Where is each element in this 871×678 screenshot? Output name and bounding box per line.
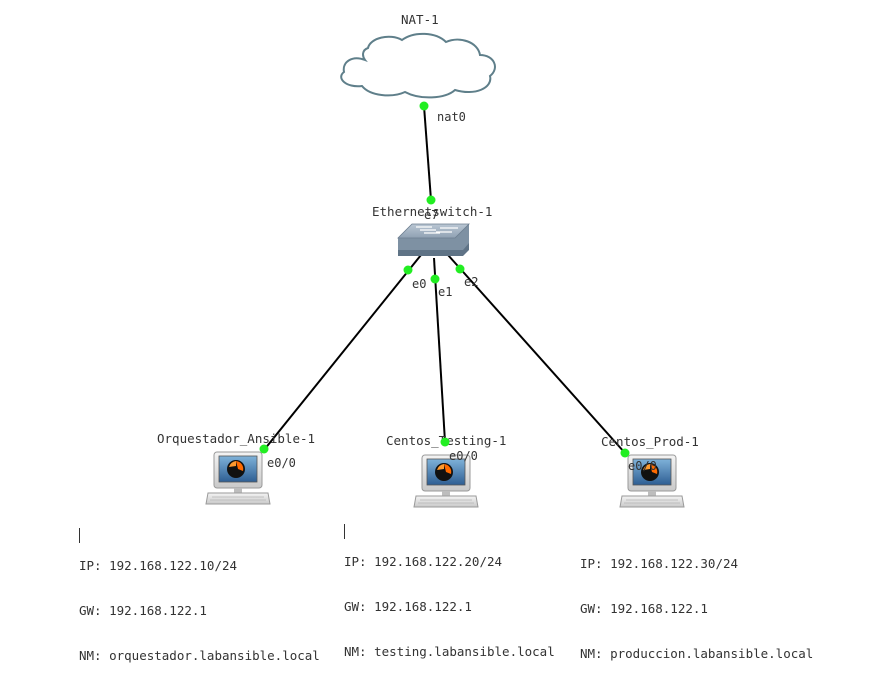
computer-icon-orquestador[interactable] [205,451,271,505]
port-label-e0: e0 [412,277,426,291]
link-switch-prod[interactable] [447,254,626,454]
nat-label: NAT-1 [401,12,439,27]
note-gw: GW: 192.168.122.1 [344,599,472,614]
port-label-e1: e1 [438,285,452,299]
port-label-e7: e7 [424,208,438,222]
port-label-e2: e2 [464,275,478,289]
orq-label: Orquestador_Ansible-1 [157,431,315,446]
port-label-nat0: nat0 [437,110,466,124]
port-label-prod-e0-0: e0/0 [628,459,657,473]
topology-canvas: NAT-1 Ethernetswitch-1 Orquestador_Ansib… [157,12,699,508]
port-label-test-e0-0: e0/0 [449,449,478,463]
note-gw: GW: 192.168.122.1 [79,603,207,618]
port-dot-prod-e0-0[interactable] [620,448,630,458]
port-dot-e7[interactable] [426,195,436,205]
link-switch-test[interactable] [433,257,446,443]
port-dot-orq-e0-0[interactable] [259,444,269,454]
prod-label: Centos_Prod-1 [601,434,699,449]
link-nat-switch[interactable] [423,105,432,201]
note-ip: IP: 192.168.122.30/24 [580,556,739,571]
note-nm: NM: produccion.labansible.local [580,646,814,661]
note-nm: NM: orquestador.labansible.local [79,648,320,663]
port-label-orq-e0-0: e0/0 [267,456,296,470]
port-dot-e2[interactable] [455,264,465,274]
link-switch-orq[interactable] [263,254,422,451]
note-orquestador[interactable]: IP: 192.168.122.10/24 GW: 192.168.122.1 … [79,528,320,678]
note-gw: GW: 192.168.122.1 [580,601,708,616]
text-cursor [79,528,80,543]
note-testing[interactable]: IP: 192.168.122.20/24 GW: 192.168.122.1 … [344,524,555,674]
switch-label: Ethernetswitch-1 [372,204,492,219]
note-ip: IP: 192.168.122.20/24 [344,554,503,569]
text-cursor [344,524,345,539]
port-dot-e1[interactable] [430,274,440,284]
note-ip: IP: 192.168.122.10/24 [79,558,238,573]
port-dot-test-e0-0[interactable] [440,437,450,447]
ethernet-switch-icon[interactable] [397,223,470,256]
port-dot-nat0[interactable] [419,101,429,111]
nat-cloud-icon[interactable] [340,32,496,99]
note-prod[interactable]: IP: 192.168.122.30/24 GW: 192.168.122.1 … [580,526,813,676]
port-dot-e0[interactable] [403,265,413,275]
note-nm: NM: testing.labansible.local [344,644,555,659]
